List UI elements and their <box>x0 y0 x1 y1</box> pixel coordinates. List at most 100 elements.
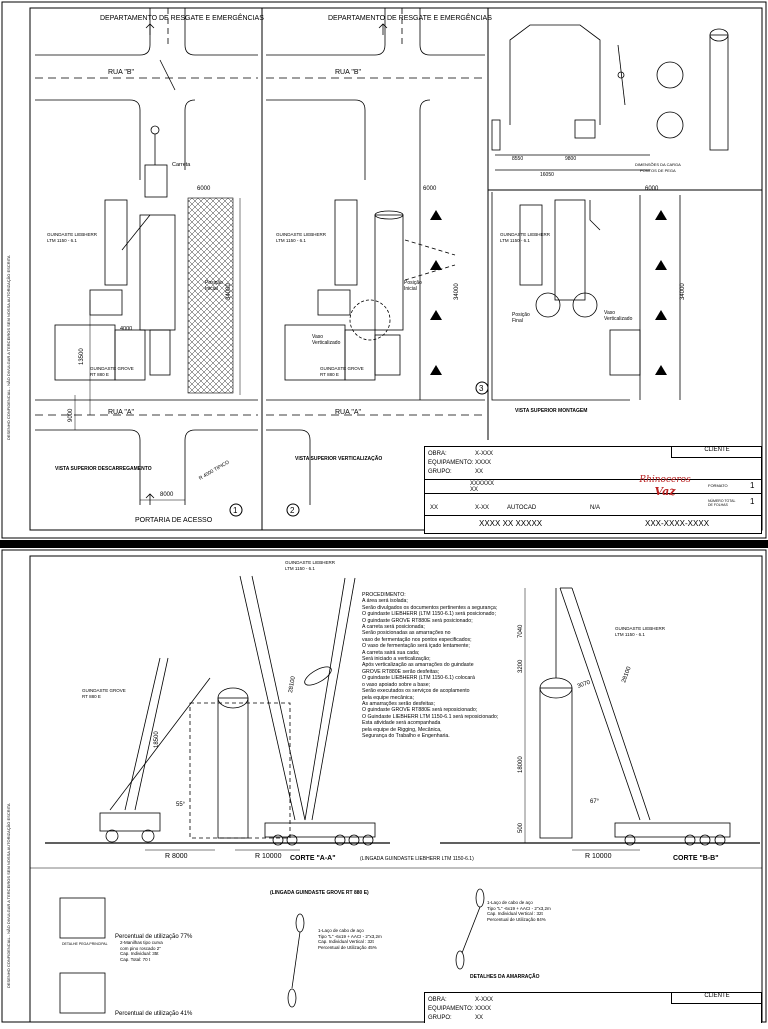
road-arrows <box>145 23 388 505</box>
formato-value-1: 1 <box>750 481 755 490</box>
numero-desenho-1: XXX-XXXX-XXXX <box>645 519 710 528</box>
obra-label-2: OBRA: <box>428 997 447 1003</box>
view-number-markers <box>229 381 489 517</box>
side-confidential-text-1: DESENHO CONFIDENCIAL - NÃO DIVULGAR A TE… <box>6 255 11 440</box>
software-1: AUTOCAD <box>507 505 537 511</box>
dim-34000-v2: 34000 <box>454 283 460 300</box>
manilhas-text: 2-Manilhas tipo curva com pino roscado 2… <box>120 940 163 962</box>
cliente-label-2: CLIENTE <box>671 993 762 1004</box>
dim-7040: 7040 <box>518 624 524 638</box>
sheet-separator <box>0 540 768 548</box>
drawing-sheet-1: 34000 6000 13500 9000 8000 4000 34000 60… <box>0 0 768 540</box>
liebherr-crane-bb <box>559 587 731 846</box>
label-liebherr-bb: GUINDASTE LIEBHERR LTM 1150 - 6.1 <box>615 626 666 637</box>
label-carreta: Carreta <box>172 162 191 168</box>
grupo-label-1: GRUPO: <box>428 469 452 475</box>
label-posicao-inicial-v2: Posição Inicial <box>404 280 422 292</box>
dimension-lines-2 <box>145 588 640 851</box>
corte-aa-label: CORTE "A-A" <box>290 855 336 862</box>
label-vaso-v2: Vaso Verticalizado <box>312 334 341 346</box>
view-3-detail <box>491 24 729 171</box>
view-number-3: 3 <box>479 384 484 393</box>
note-dimensoes-carga: DIMENSÕES DA CARGA <box>635 162 681 167</box>
lingada-grove: (LINGADA GUINDASTE GROVE RT 880 E) <box>270 890 369 896</box>
drawing-sheet-2: R 8000 R 10000 R 10000 CORTE "A-A" CORTE… <box>0 548 768 1024</box>
view-1-roads <box>35 8 258 505</box>
view-3-plan <box>491 192 681 401</box>
label-raio: R 4000 TIPICO <box>198 459 231 481</box>
dim-6000-v3: 6000 <box>645 186 659 192</box>
obra-label-1: OBRA: <box>428 451 447 457</box>
dim-500: 500 <box>518 822 524 833</box>
header-view-2: DEPARTAMENTO DE RESGATE E EMERGÊNCIAS <box>328 13 492 22</box>
xx2-1: X-XX <box>475 505 490 511</box>
grupo-label-2: GRUPO: <box>428 1015 452 1021</box>
equip-label-2: EQUIPAMENTO: <box>428 1006 474 1012</box>
grupo-value-2: XX <box>475 1015 484 1021</box>
angle-67: 67° <box>590 799 600 805</box>
dim-18000: 18000 <box>518 756 524 773</box>
sheet-1-drawing: 34000 6000 13500 9000 8000 4000 34000 60… <box>1 1 767 539</box>
label-liebherr-v3: GUINDASTE LIEBHERR LTM 1150 - 6.1 <box>500 232 551 243</box>
title-block-2: CLIENTE OBRA: X-XXX EQUIPAMENTO: XXXX GR… <box>424 992 762 1023</box>
header-view-1: DEPARTAMENTO DE RESGATE E EMERGÊNCIAS <box>100 13 264 22</box>
desenho-title-1: XXXX XX XXXXX <box>479 519 543 528</box>
grupo-value-1: XX <box>475 469 484 475</box>
radius-8000: R 8000 <box>165 853 188 860</box>
view-2-arrows <box>430 210 442 375</box>
label-liebherr-v2: GUINDASTE LIEBHERR LTM 1150 - 6.1 <box>276 232 327 243</box>
dim-8550: 8550 <box>512 156 523 162</box>
corte-bb-label: CORTE "B-B" <box>673 855 719 862</box>
label-posicao-final: Posição Final <box>512 312 530 324</box>
title-block-1: CLIENTE OBRA: X-XXX EQUIPAMENTO: XXXX GR… <box>424 446 762 534</box>
formato-label-1: FORMATO <box>708 483 728 488</box>
vessel-bb <box>539 588 573 839</box>
obra-value-1: X-XXX <box>475 451 494 457</box>
laco-grove-text: 1-Laço de cabo de aço Tipo "L" -6x19 + A… <box>318 928 382 950</box>
street-rua-a-v1: RUA "A" <box>108 409 134 416</box>
dim-9800: 9800 <box>565 156 576 162</box>
view-number-1: 1 <box>233 506 238 515</box>
radius-10000-aa: R 10000 <box>255 853 282 860</box>
label-liebherr-aa: GUINDASTE LIEBHERR LTM 1150 - 6.1 <box>285 560 336 571</box>
hatched-area <box>187 197 234 394</box>
label-posicao-inicial-v1: Posição Inicial <box>205 280 223 292</box>
laco-liebherr-text: 1-Laço de cabo de aço Tipo "L" -6x19 + A… <box>487 900 551 922</box>
view-1-equipment <box>54 59 176 381</box>
dim-28100-aa: 28100 <box>288 675 297 693</box>
dim-8000-v1: 8000 <box>160 492 174 498</box>
view-2-equipment <box>284 199 456 381</box>
view-3-arrows <box>655 210 667 375</box>
label-verticalizacao: VISTA SUPERIOR VERTICALIZAÇÃO <box>295 455 382 462</box>
dim-6000-v2: 6000 <box>423 186 437 192</box>
utilizacao-77: Percentual de utilização 77% <box>115 934 193 940</box>
street-rua-b-v2: RUA "B" <box>335 69 361 76</box>
grove-crane-aa <box>99 657 211 843</box>
detail-pega-principal: DETALHE PEGA PRINCIPAL <box>62 942 108 946</box>
dim-18500: 18500 <box>154 731 160 748</box>
dim-34000-v1: 34000 <box>226 283 232 300</box>
view-2-roads <box>266 8 485 505</box>
radius-10000-bb: R 10000 <box>585 853 612 860</box>
dim-34000-v3: 34000 <box>680 283 686 300</box>
dim-3200: 3200 <box>518 659 524 673</box>
detalhes-amarracao: DETALHES DA AMARRAÇÃO <box>470 973 540 980</box>
label-grove-aa: GUINDASTE GROVE RT 880 E <box>82 688 126 699</box>
dim-28100-bb: 28100 <box>621 665 633 683</box>
label-liebherr-v1: GUINDASTE LIEBHERR LTM 1150 - 6.1 <box>47 232 98 243</box>
folhas-label-1: NÚMERO TOTAL DE FOLHAS <box>708 499 736 507</box>
street-rua-a-v2: RUA "A" <box>335 409 361 416</box>
lingada-liebherr: (LINGADA GUINDASTE LIEBHERR LTM 1150-6.1… <box>360 856 474 862</box>
dim-13500-v1: 13500 <box>79 348 85 365</box>
escala-1: N/A <box>590 505 601 511</box>
view-1-dimensions <box>74 198 241 501</box>
equip-value-2: XXXX <box>475 1006 492 1012</box>
sheet-2-drawing: R 8000 R 10000 R 10000 CORTE "A-A" CORTE… <box>1 549 767 1023</box>
label-grove-v1: GUINDASTE GROVE RT 880 E <box>90 366 134 377</box>
street-rua-b-v1: RUA "B" <box>108 69 134 76</box>
dim-16050: 16050 <box>540 172 554 178</box>
small-code-1: XXXXXX XX <box>470 481 495 493</box>
side-confidential-text-2: DESENHO CONFIDENCIAL - NÃO DIVULGAR A TE… <box>6 803 11 988</box>
sling-details <box>59 888 485 1014</box>
cliente-label-1: CLIENTE <box>671 447 762 458</box>
